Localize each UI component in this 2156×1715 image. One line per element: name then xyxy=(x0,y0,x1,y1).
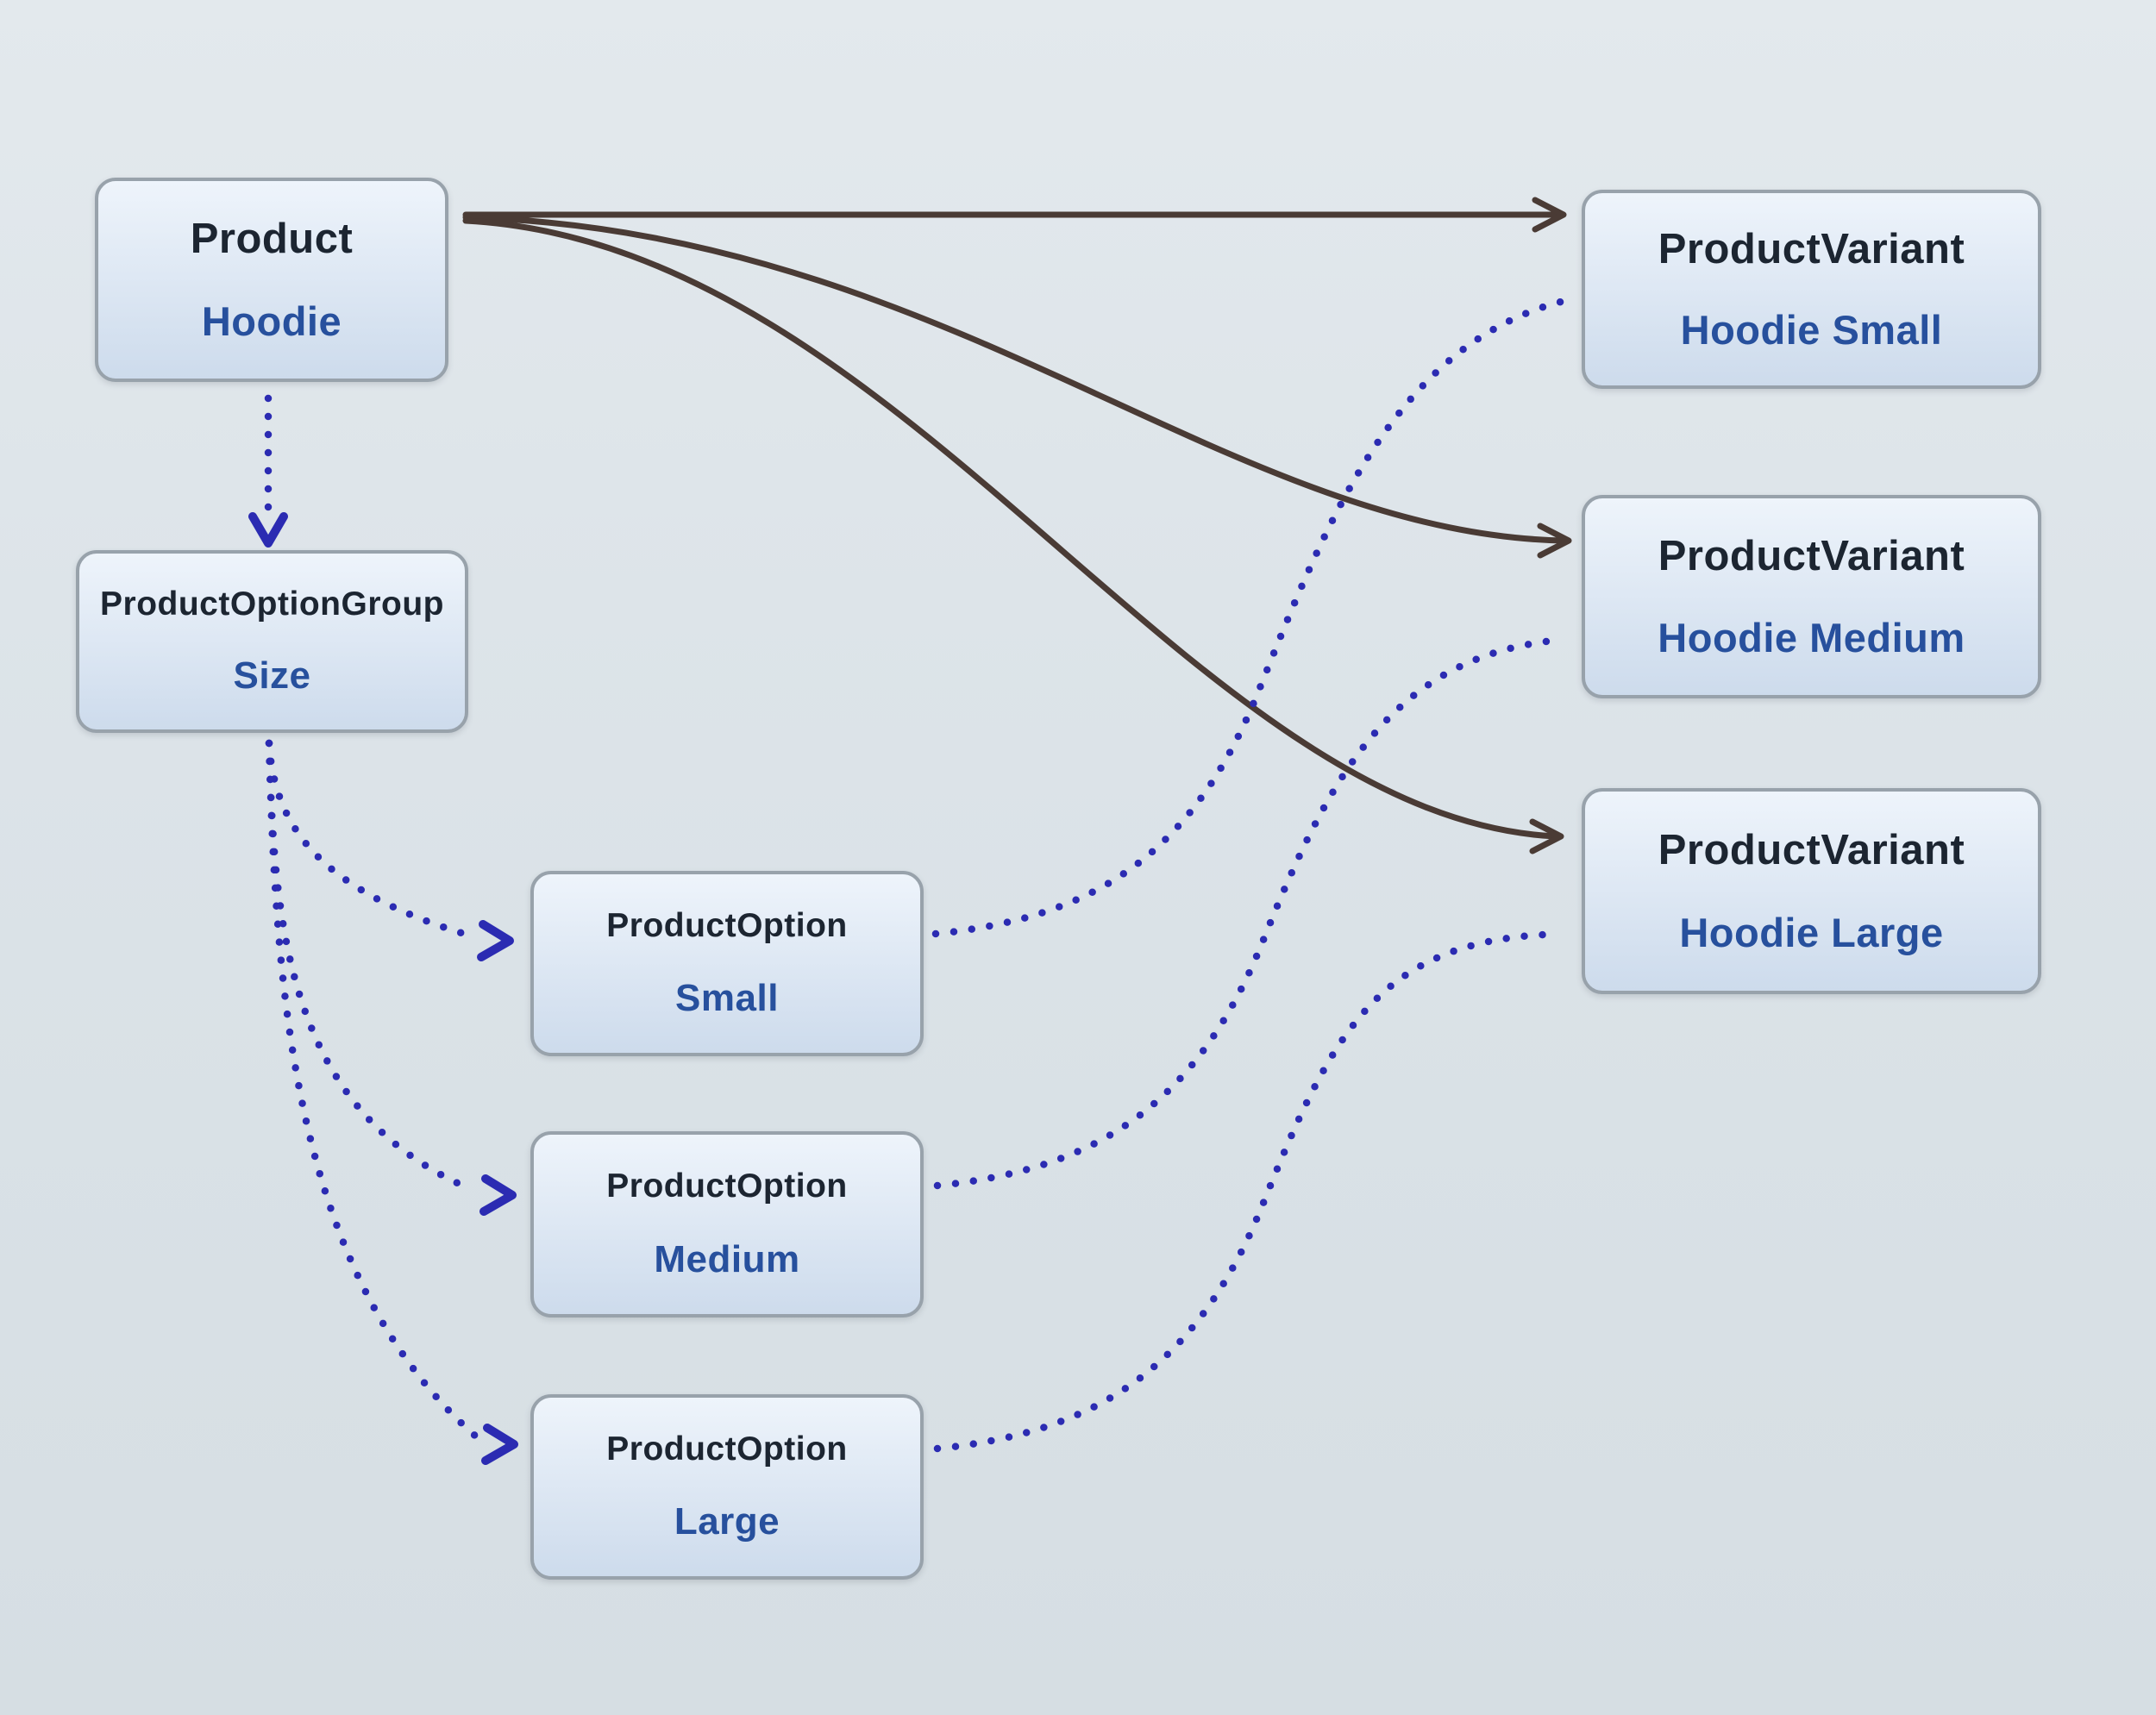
node-entity-label: ProductOption xyxy=(606,1167,848,1205)
node-product-option-large: ProductOption Large xyxy=(530,1394,924,1580)
arrowhead-icon xyxy=(1529,818,1564,854)
node-product-variant-medium: ProductVariant Hoodie Medium xyxy=(1582,495,2041,698)
arrow-group-to-option-small xyxy=(265,739,514,961)
arrow-group-to-option-large xyxy=(265,739,518,1465)
node-entity-label: Product xyxy=(190,216,354,263)
node-name-label: Small xyxy=(675,977,779,1020)
node-name-label: Hoodie Small xyxy=(1680,306,1943,353)
node-entity-label: ProductOption xyxy=(606,1430,848,1468)
arrowhead-icon xyxy=(479,1174,517,1216)
node-product-option-medium: ProductOption Medium xyxy=(530,1131,924,1318)
arrowhead-icon xyxy=(477,920,514,961)
arrowhead-icon xyxy=(248,512,288,548)
node-entity-label: ProductOption xyxy=(606,906,848,944)
node-name-label: Hoodie xyxy=(201,297,342,344)
node-entity-label: ProductVariant xyxy=(1658,533,1965,579)
node-product-option-group: ProductOptionGroup Size xyxy=(76,550,468,733)
arrow-product-to-variant-small xyxy=(462,197,1567,233)
arrow-group-to-option-medium xyxy=(265,739,517,1216)
node-name-label: Size xyxy=(233,654,311,698)
arrow-option-small-to-variant-small xyxy=(931,297,1565,938)
node-product-variant-small: ProductVariant Hoodie Small xyxy=(1582,190,2041,389)
arrowhead-icon xyxy=(481,1424,518,1465)
node-product: Product Hoodie xyxy=(95,178,448,382)
node-name-label: Hoodie Medium xyxy=(1658,615,1965,660)
arrow-product-to-variant-large xyxy=(462,217,1564,854)
arrow-product-to-variant-medium xyxy=(462,214,1572,559)
node-name-label: Medium xyxy=(654,1238,800,1280)
node-entity-label: ProductVariant xyxy=(1658,226,1965,273)
node-product-option-small: ProductOption Small xyxy=(530,871,924,1056)
arrowhead-icon xyxy=(1537,523,1572,559)
arrow-option-large-to-variant-large xyxy=(933,930,1548,1453)
node-entity-label: ProductOptionGroup xyxy=(100,585,444,623)
node-entity-label: ProductVariant xyxy=(1658,827,1965,873)
arrow-option-medium-to-variant-medium xyxy=(933,635,1565,1190)
node-name-label: Large xyxy=(674,1500,780,1543)
arrow-product-to-option-group xyxy=(248,394,288,548)
node-product-variant-large: ProductVariant Hoodie Large xyxy=(1582,788,2041,994)
arrowhead-icon xyxy=(1532,197,1567,233)
node-name-label: Hoodie Large xyxy=(1679,910,1944,955)
